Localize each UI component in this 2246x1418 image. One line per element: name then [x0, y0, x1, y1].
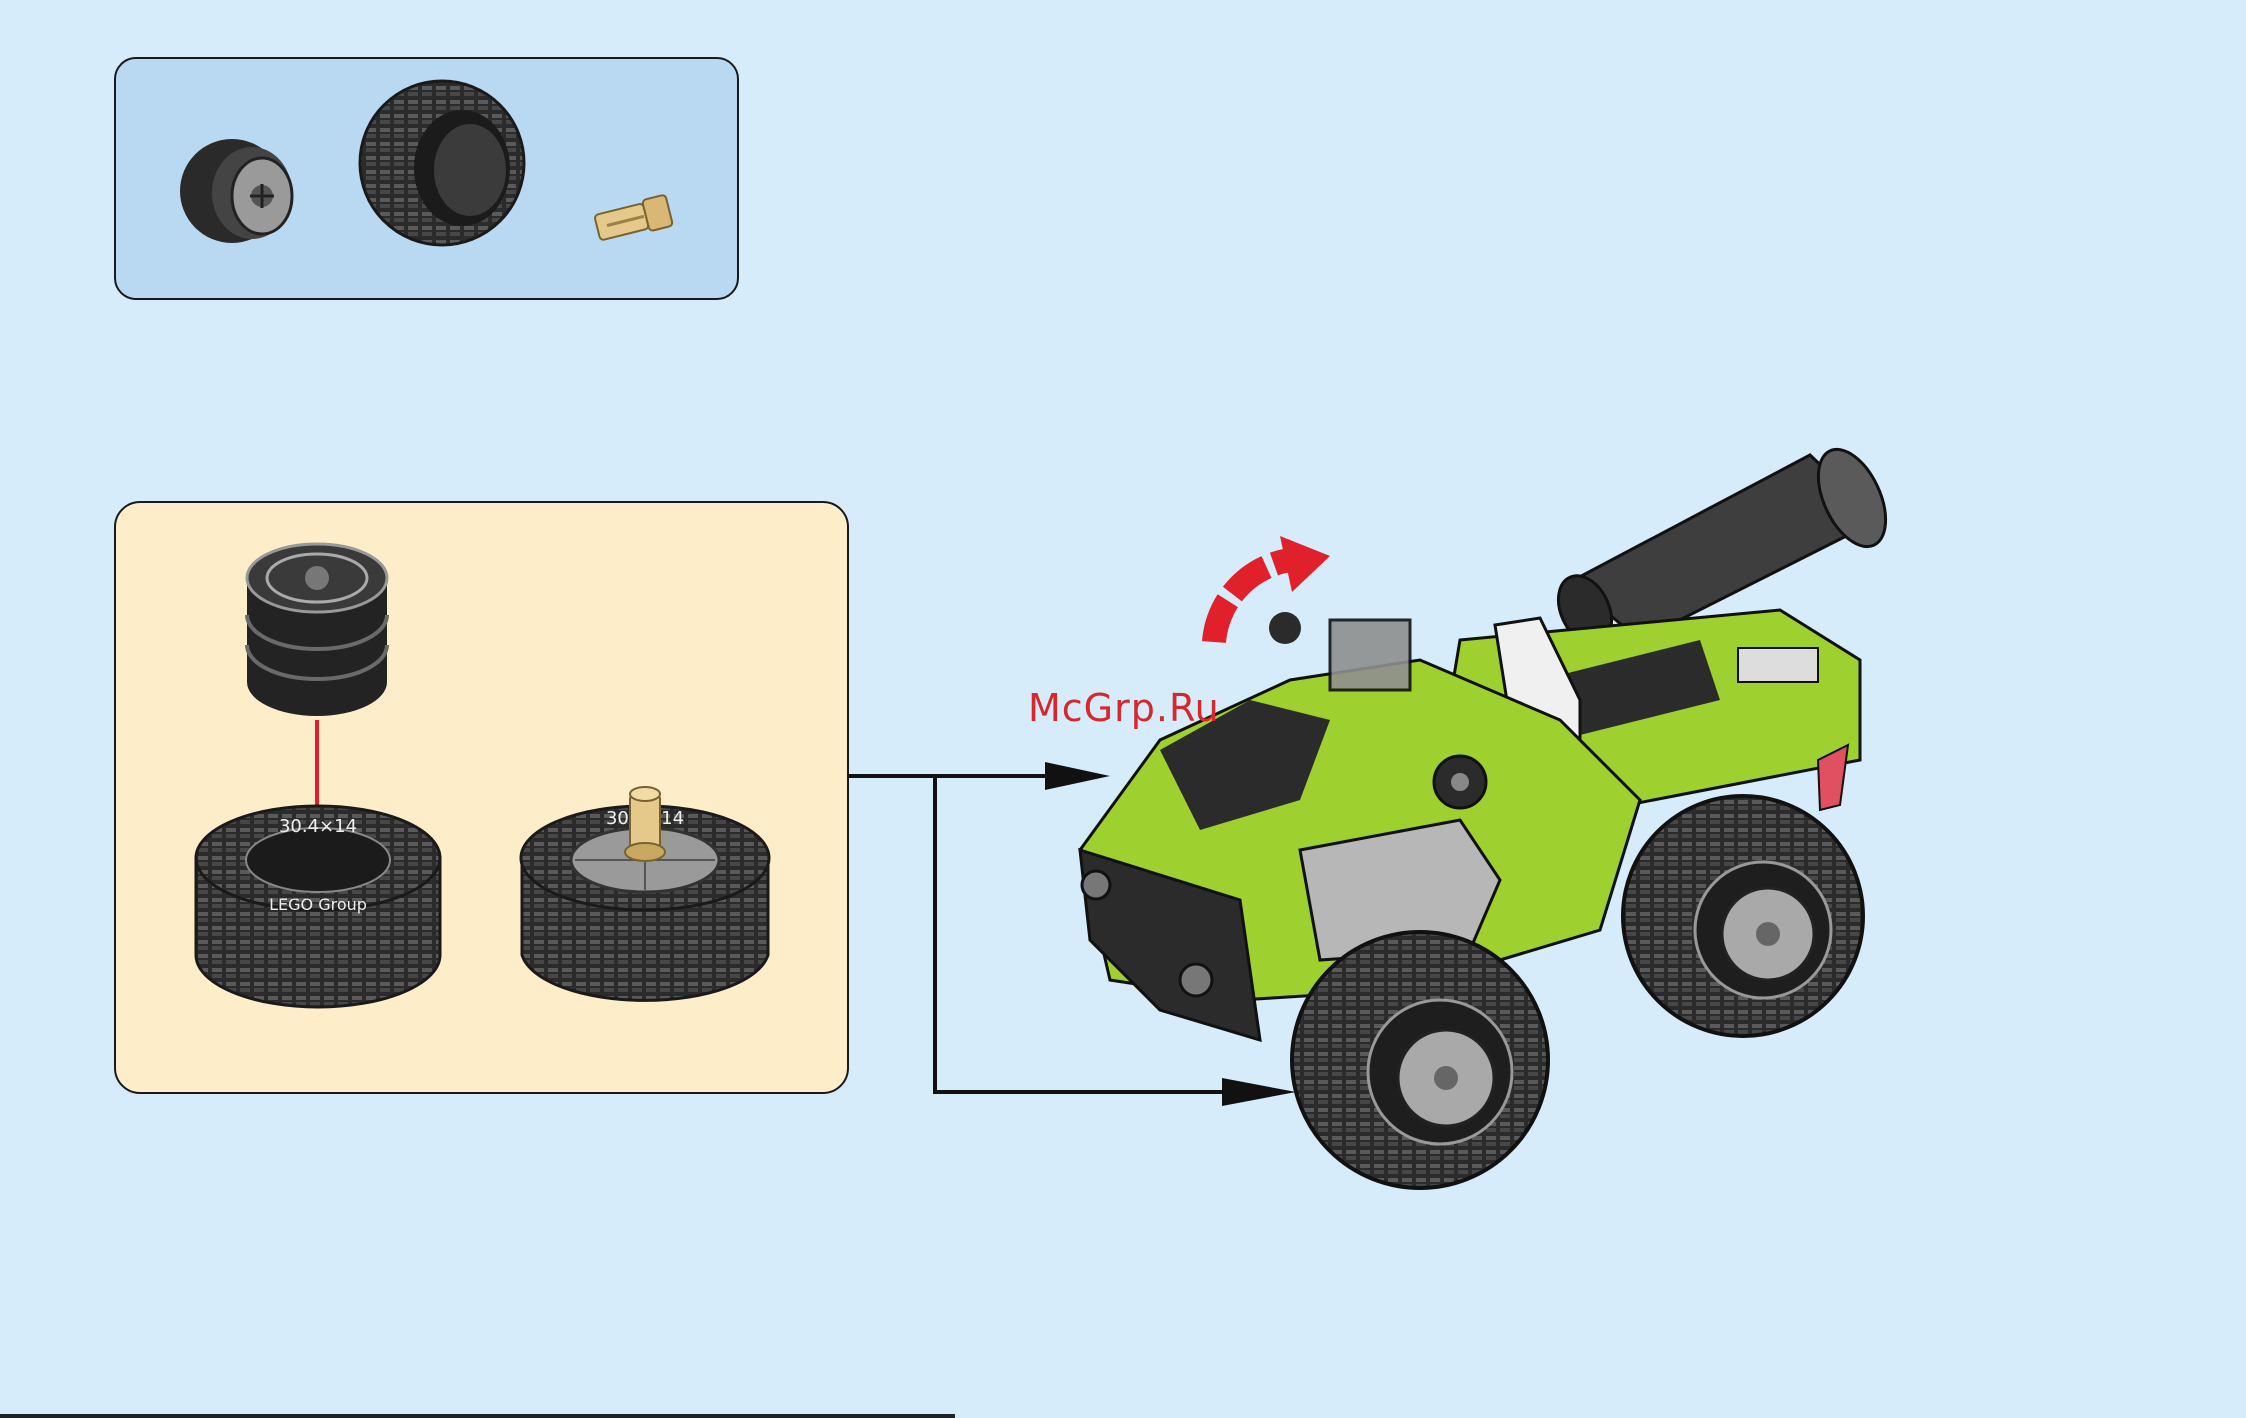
tire-print-label: 30.4×14 [279, 816, 357, 837]
watermark: McGrp.Ru [1028, 686, 1220, 730]
tire-icon [360, 81, 524, 245]
page-divider [0, 1414, 955, 1418]
rim-icon [180, 139, 292, 243]
axle-pin-icon [625, 787, 665, 861]
rim-icon [247, 544, 387, 716]
vehicle-model [1080, 439, 1899, 1188]
tire-brand-label: LEGO Group [269, 895, 367, 914]
tire-icon: 30.4×14 LEGO Group [196, 806, 440, 1007]
axle-pin-icon [593, 194, 673, 243]
